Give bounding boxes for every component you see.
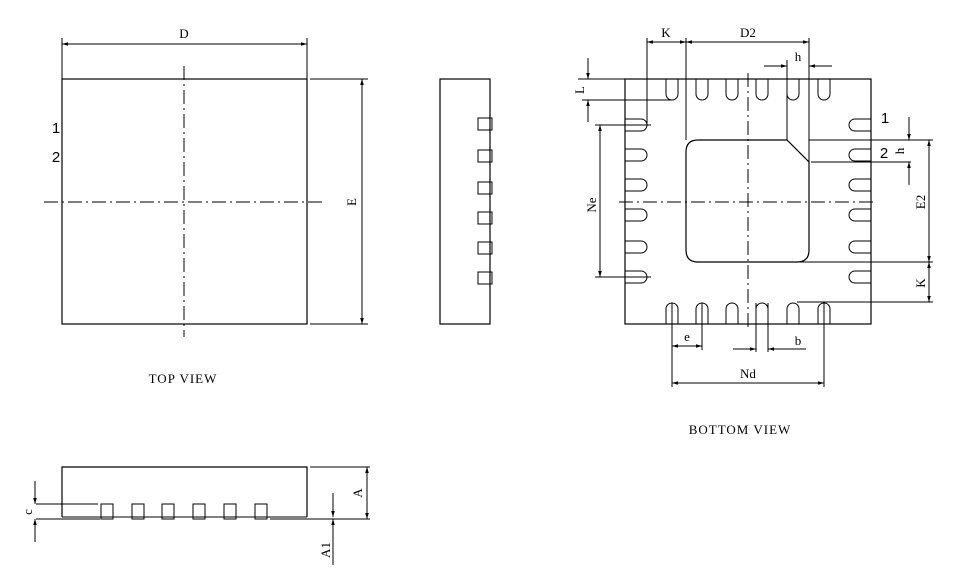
front-view-body	[61, 466, 308, 517]
dim-k-top-label: K	[661, 25, 671, 40]
pin-left	[625, 240, 648, 254]
dim-d2-label: D2	[740, 25, 756, 40]
pin-left	[625, 208, 648, 222]
dim-nd-label: Nd	[740, 366, 756, 381]
pin-left	[625, 148, 648, 162]
pin-top	[695, 79, 709, 101]
pin-bottom	[755, 302, 769, 324]
side-view-front: c A A1	[20, 466, 370, 565]
pin-top	[817, 79, 831, 101]
dim-e-pitch-label: e	[684, 329, 690, 344]
pin2-label: 2	[880, 145, 888, 162]
pin-bottom	[725, 302, 739, 324]
pin-right	[848, 118, 871, 132]
dim-a1-label: A1	[318, 542, 333, 558]
dim-e-label: E	[344, 198, 359, 206]
pin1-label: 1	[52, 120, 60, 137]
front-pin	[161, 503, 175, 520]
side-view-body	[439, 78, 491, 325]
side-pin	[477, 271, 493, 285]
dim-a-label: A	[350, 488, 365, 498]
dim-ne-label: Ne	[584, 197, 599, 212]
front-pin	[223, 503, 237, 520]
pin1-label: 1	[881, 110, 889, 127]
top-view-caption: TOP VIEW	[149, 371, 218, 386]
pin-top	[755, 79, 769, 101]
front-pin	[131, 503, 145, 520]
dim-h-side-label: h	[892, 147, 907, 154]
side-pin	[477, 117, 493, 131]
front-pin	[192, 503, 206, 520]
dim-e2-label: E2	[913, 195, 928, 209]
pin2-label: 2	[52, 149, 60, 166]
pin-top	[665, 79, 679, 101]
pin-left	[625, 178, 648, 192]
front-pin	[100, 503, 114, 520]
side-pin	[477, 211, 493, 225]
bottom-view: K D2 h L Ne 1 2 h E2 K e	[572, 25, 933, 437]
pin-right	[848, 178, 871, 192]
dim-l-label: L	[572, 86, 587, 94]
side-pin	[477, 241, 493, 255]
side-pin	[477, 149, 493, 163]
dim-d-label: D	[179, 26, 188, 41]
dim-b-label: b	[795, 333, 802, 348]
pin-right	[848, 270, 871, 284]
top-view: D E 1 2 TOP VIEW	[44, 26, 368, 386]
pin-right	[848, 208, 871, 222]
pin-bottom	[786, 302, 800, 324]
pin-right	[848, 240, 871, 254]
exposed-pad	[685, 139, 810, 263]
dim-k-side-label: K	[913, 278, 928, 288]
pin-right	[848, 148, 871, 162]
side-view-right	[439, 78, 493, 325]
front-pin	[254, 503, 268, 520]
bottom-view-caption: BOTTOM VIEW	[689, 422, 792, 437]
side-pin	[477, 181, 493, 195]
pin-top	[786, 79, 800, 101]
dim-c-label: c	[20, 509, 35, 515]
pin-top	[725, 79, 739, 101]
dim-h-top-label: h	[795, 49, 802, 64]
